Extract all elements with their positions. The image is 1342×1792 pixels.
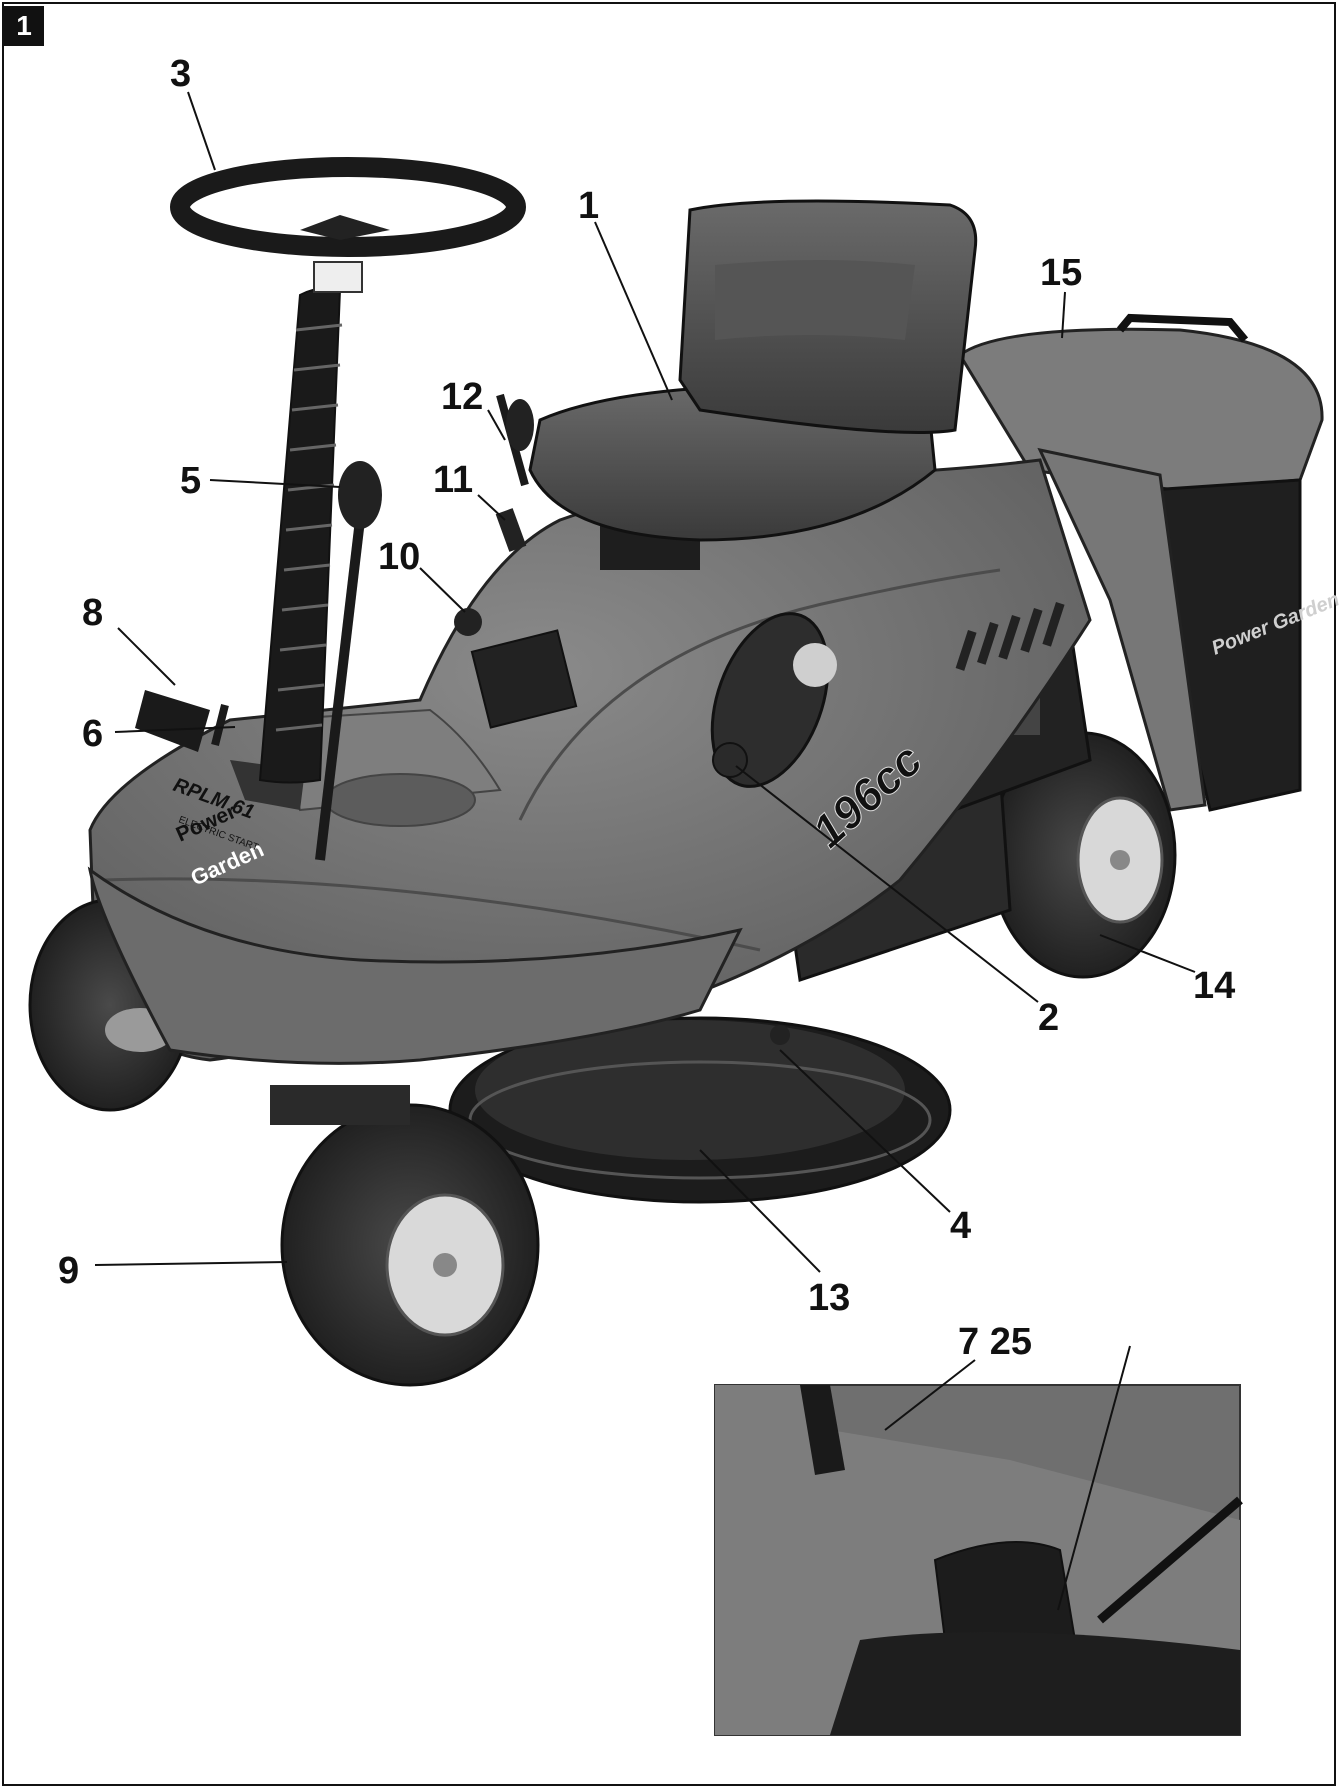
callout-15: 15 [1040, 252, 1082, 294]
callout-8: 8 [82, 592, 103, 634]
callout-13: 13 [808, 1277, 850, 1319]
callout-6: 6 [82, 713, 103, 755]
callout-9: 9 [58, 1250, 79, 1292]
inset-seat-detail [714, 1384, 1243, 1736]
grass-catcher [958, 313, 1324, 812]
steering-wheel [170, 157, 526, 810]
callout-11: 11 [433, 459, 473, 501]
callout-7-25: 7 25 [958, 1321, 1032, 1363]
callout-10: 10 [378, 536, 420, 578]
leader-lines [94, 91, 1196, 1611]
mower-deck [448, 1016, 952, 1204]
gear-lever [135, 690, 229, 752]
tractor-body [88, 458, 1092, 1062]
throttle-knob [712, 742, 748, 778]
seat [528, 199, 978, 570]
callout-2: 2 [1038, 997, 1059, 1039]
ignition-switch [454, 608, 482, 636]
front-bumper [87, 866, 743, 1065]
callout-3: 3 [170, 53, 191, 95]
blade-lever [496, 393, 534, 487]
callout-12: 12 [441, 376, 483, 418]
callout-1: 1 [578, 185, 599, 227]
height-lever [315, 461, 382, 861]
front-right-wheel [280, 1103, 540, 1387]
front-axle [270, 1085, 410, 1125]
figure-number-badge: 1 [4, 6, 44, 46]
deck-height-knob [770, 1025, 790, 1045]
callout-14: 14 [1193, 965, 1235, 1007]
callout-5: 5 [180, 460, 201, 502]
callout-4: 4 [950, 1205, 971, 1247]
